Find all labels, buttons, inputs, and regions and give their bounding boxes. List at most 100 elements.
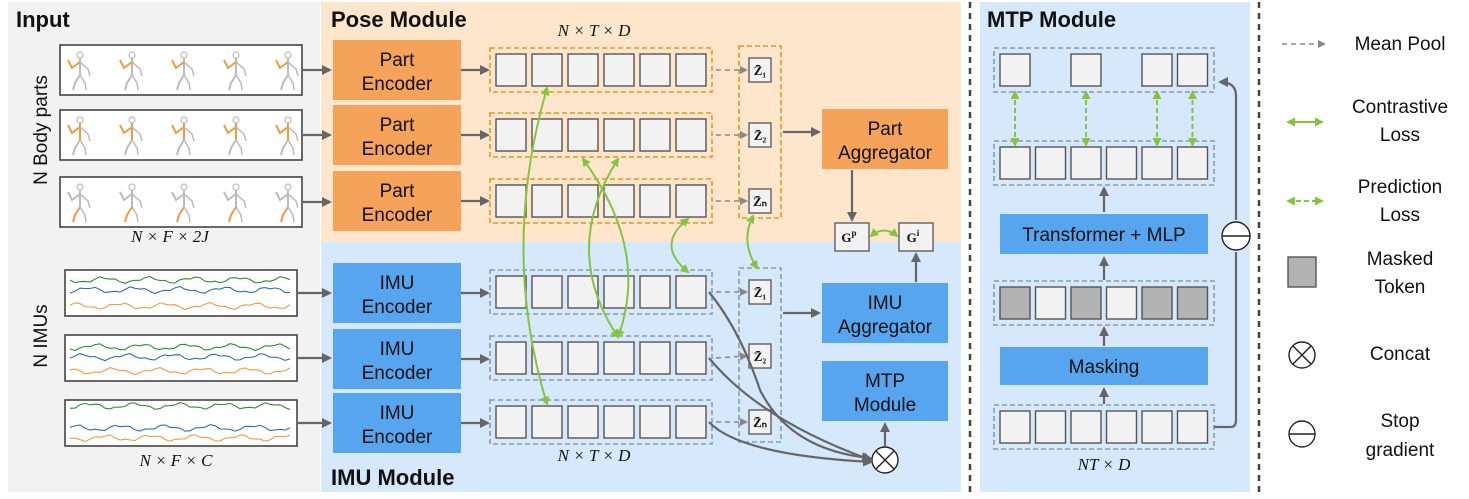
imu-token-row-3-frame	[489, 399, 713, 445]
skeleton-figure	[67, 51, 91, 91]
imu-signal-line	[69, 434, 291, 443]
token	[675, 184, 707, 218]
token	[999, 410, 1031, 444]
imu-signal-frame	[64, 334, 298, 382]
imu-encoder-1-label-2: Encoder	[362, 297, 433, 318]
concat-icon	[871, 446, 899, 474]
legend-stop-1: Stop	[1380, 411, 1419, 432]
imu-signal-line	[69, 352, 291, 362]
imu-aggregator-label-2: Aggregator	[838, 317, 933, 338]
stop-gradient-legend-icon	[1288, 420, 1316, 448]
imu-token-row-2-frame	[489, 335, 713, 381]
imu-signal-plot	[64, 269, 298, 317]
mtp-encoded-row-frame	[993, 140, 1215, 186]
token	[531, 405, 563, 439]
skeleton-figure	[171, 51, 195, 91]
contrastive-arc-4	[670, 217, 690, 274]
imu-aggregator-box	[822, 283, 948, 343]
imu-encoder-3-label-1: IMU	[380, 403, 415, 424]
token	[1141, 286, 1173, 320]
transformer-mlp-block-label: Transformer + MLP	[1022, 225, 1185, 246]
contrastive-arc-1	[522, 86, 550, 406]
concat-legend-icon	[1288, 341, 1316, 369]
pose-token-row-1-frame	[489, 47, 713, 93]
imu-row2-to-concat-arrow	[708, 357, 873, 462]
imu-z-column-frame	[738, 267, 782, 443]
token	[567, 405, 599, 439]
pose-input-sequence	[59, 176, 303, 228]
mtp-masked-row-frame	[993, 280, 1215, 326]
imu-row1-to-concat-arrow	[708, 291, 872, 463]
token	[1141, 146, 1173, 180]
pose-module-title: Pose Module	[331, 7, 467, 32]
masking-block-label: Masking	[1069, 357, 1140, 378]
token	[495, 118, 527, 152]
token	[1034, 286, 1067, 320]
imu-z-2-box	[748, 343, 772, 369]
token	[495, 184, 527, 218]
token	[1070, 410, 1102, 444]
token	[495, 53, 527, 87]
part-encoder-3-label-2: Encoder	[362, 205, 433, 226]
legend-mean-pool: Mean Pool	[1355, 34, 1446, 55]
token	[675, 118, 707, 152]
pose-token-dim: N × T × D	[557, 21, 631, 40]
imu-encoder-3-box	[333, 393, 461, 453]
imu-input-dim: N × F × C	[138, 451, 213, 470]
imu-z-3-label: Z̄ₙ	[753, 415, 767, 430]
imu-signal-line	[69, 285, 291, 295]
mtp-token-dim: NT × D	[1077, 455, 1131, 474]
pose-token-row-1	[489, 47, 713, 93]
imu-module-title: IMU Module	[331, 465, 454, 490]
imu-signal-line	[69, 424, 291, 432]
imu-signal-line	[70, 402, 291, 411]
global-imu-token-box	[898, 222, 934, 252]
stop-gradient-path	[1214, 252, 1238, 429]
mtp-encoded-row	[993, 140, 1215, 186]
pose-z-2-box	[748, 122, 772, 148]
skeleton-figure	[171, 183, 195, 223]
token	[603, 341, 635, 375]
token	[495, 341, 527, 375]
contrastive-arc-2	[581, 157, 630, 339]
legend-stop-2: gradient	[1366, 440, 1435, 461]
stop-gradient-to-target-arrow	[1218, 77, 1238, 220]
token	[567, 118, 599, 152]
token	[1070, 146, 1102, 180]
legend-concat: Concat	[1370, 344, 1431, 365]
body-parts-label: N Body parts	[31, 75, 52, 185]
token	[1141, 410, 1173, 444]
mtp-module-block-label-1: MTP	[865, 371, 905, 392]
imu-row3-to-concat-arrow	[708, 421, 873, 467]
imu-encoder-2-label-2: Encoder	[362, 363, 433, 384]
part-encoder-1-label-2: Encoder	[362, 74, 433, 95]
mtp-input-row	[993, 404, 1215, 450]
pose-token-row-2-frame	[489, 112, 713, 158]
part-encoder-3-label-1: Part	[380, 181, 416, 202]
legend-masked-2: Token	[1375, 277, 1426, 298]
token	[639, 184, 671, 218]
masked-token-legend-icon	[1287, 256, 1317, 288]
transformer-mlp-block: Transformer + MLP	[1000, 214, 1208, 254]
token	[675, 341, 707, 375]
token	[999, 286, 1031, 320]
imu-aggregator-label-1: IMU	[868, 293, 903, 314]
token	[1176, 146, 1209, 180]
imu-encoder-1-label-1: IMU	[380, 273, 415, 294]
imu-signal-line	[69, 301, 291, 311]
legend-masked-1: Masked	[1367, 249, 1434, 270]
skeleton-figure	[119, 51, 143, 91]
mtp-masked-row	[993, 280, 1215, 326]
pose-z-1-box	[748, 57, 772, 83]
mtp-module-block-label-2: Module	[854, 395, 916, 416]
token	[531, 184, 563, 218]
token	[1034, 146, 1067, 180]
part-aggregator-label-2: Aggregator	[838, 143, 933, 164]
mtp-module-block: MTP Module	[822, 361, 948, 421]
global-imu-token-label: Gi	[907, 228, 920, 245]
